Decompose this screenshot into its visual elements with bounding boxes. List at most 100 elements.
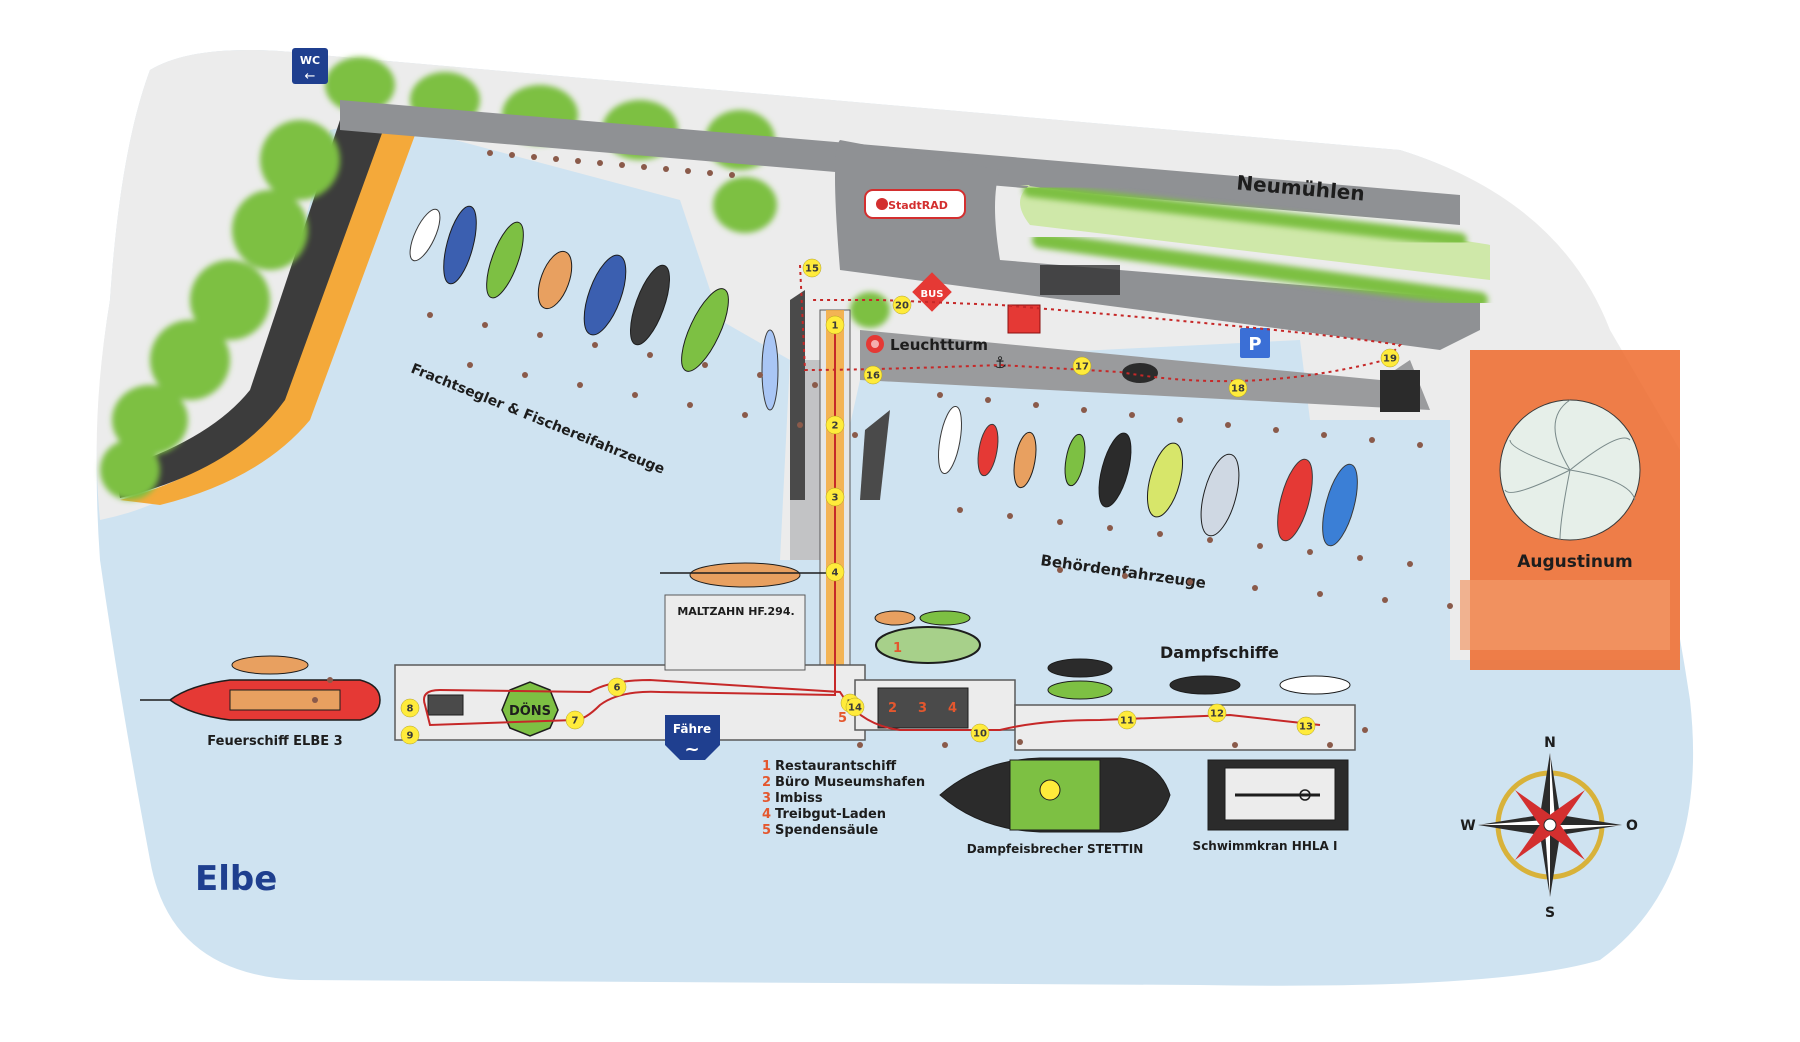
- route-stop-12[interactable]: 12: [1207, 703, 1227, 723]
- maltzahn-label: MALTZAHN HF.294.: [677, 605, 794, 618]
- faehre-label: Fähre: [673, 722, 711, 736]
- route-stop-label: 16: [866, 371, 880, 382]
- route-stop-label: 1: [832, 321, 839, 332]
- stettin-ship: [939, 757, 1171, 833]
- route-stop-20[interactable]: 20: [892, 295, 912, 315]
- stadtrad-label: StadtRAD: [888, 199, 948, 212]
- pontoon-west: [394, 664, 866, 741]
- mooring-post: [575, 158, 581, 164]
- mooring-post: [1317, 591, 1323, 597]
- mooring-post: [1033, 402, 1039, 408]
- route-stop-14[interactable]: 14: [845, 697, 865, 717]
- mooring-post: [509, 152, 515, 158]
- mooring-post: [577, 382, 583, 388]
- mooring-post: [1057, 567, 1063, 573]
- route-stop-8[interactable]: 8: [400, 698, 420, 718]
- mooring-post: [1107, 525, 1113, 531]
- mooring-post: [1187, 579, 1193, 585]
- legend-text: Treibgut-Laden: [775, 807, 886, 822]
- route-stop-label: 18: [1231, 384, 1245, 395]
- legend-number: 5: [762, 823, 771, 838]
- mooring-post: [1232, 742, 1238, 748]
- mooring-post: [1321, 432, 1327, 438]
- route-stop-6[interactable]: 6: [607, 677, 627, 697]
- route-stop-15[interactable]: 15: [802, 258, 822, 278]
- sand-beach: [120, 125, 415, 505]
- route-stop-2[interactable]: 2: [825, 415, 845, 435]
- route-stop-19[interactable]: 19: [1380, 348, 1400, 368]
- route-stop-11[interactable]: 11: [1117, 710, 1137, 730]
- mooring-post: [597, 160, 603, 166]
- mooring-post: [729, 172, 735, 178]
- legend-number: 1: [762, 759, 771, 774]
- mooring-post: [663, 166, 669, 172]
- mooring-post: [742, 412, 748, 418]
- compass-n: N: [1544, 735, 1556, 751]
- route-stop-18[interactable]: 18: [1228, 378, 1248, 398]
- route-stop-label: 2: [832, 421, 839, 432]
- mooring-post: [1225, 422, 1231, 428]
- mooring-post: [647, 352, 653, 358]
- mooring-post: [427, 312, 433, 318]
- route-stop-10[interactable]: 10: [970, 723, 990, 743]
- route-stop-7[interactable]: 7: [565, 710, 585, 730]
- route-stop-4[interactable]: 4: [825, 562, 845, 582]
- mooring-post: [1207, 537, 1213, 543]
- route-stop-9[interactable]: 9: [400, 725, 420, 745]
- stone-embankment: [115, 120, 385, 498]
- mooring-post: [797, 422, 803, 428]
- facility-huts: [877, 687, 969, 729]
- route-stop-label: 13: [1299, 722, 1313, 733]
- stadtrad-station[interactable]: StadtRAD: [864, 189, 966, 219]
- route-stop-label: 8: [407, 704, 414, 715]
- pontoon-hut: [427, 694, 464, 716]
- legend-number: 2: [762, 775, 771, 790]
- route-stop-17[interactable]: 17: [1072, 356, 1092, 376]
- route-stop-13[interactable]: 13: [1296, 716, 1316, 736]
- dampfschiffe-boats: [1047, 658, 1351, 700]
- mooring-post: [1057, 519, 1063, 525]
- wave-icon: ~: [684, 739, 699, 760]
- legend-text: Imbiss: [775, 791, 823, 806]
- facility-mark-1: 1: [893, 641, 902, 656]
- bollard-block: [1122, 363, 1158, 383]
- legend-text: Spendensäule: [775, 823, 878, 838]
- route-stop-label: 12: [1210, 709, 1224, 720]
- parking-sign[interactable]: P: [1240, 328, 1270, 358]
- route-stop-label: 4: [832, 568, 839, 579]
- route-stop-label: 9: [407, 731, 414, 742]
- mooring-post: [312, 697, 318, 703]
- route-stop-label: 11: [1120, 716, 1134, 727]
- behoerden-ships: [938, 405, 1358, 547]
- kiosk-building: [1007, 304, 1041, 334]
- mooring-post: [857, 742, 863, 748]
- stettin-label: Dampfeisbrecher STETTIN: [967, 842, 1143, 856]
- mooring-post: [1129, 412, 1135, 418]
- mooring-post: [632, 392, 638, 398]
- mooring-post: [487, 150, 493, 156]
- faehre-sign[interactable]: Fähre ~: [665, 715, 720, 760]
- mooring-post: [619, 162, 625, 168]
- mooring-post: [1417, 442, 1423, 448]
- anchor-icon: ⚓: [993, 353, 1007, 372]
- route-stop-16[interactable]: 16: [863, 365, 883, 385]
- bike-icon: [876, 198, 888, 210]
- route-stop-3[interactable]: 3: [825, 487, 845, 507]
- facility-mark-4: 4: [948, 701, 957, 716]
- mooring-post: [1447, 603, 1453, 609]
- mooring-post: [757, 372, 763, 378]
- route-stop-label: 6: [614, 683, 621, 694]
- route-stop-1[interactable]: 1: [825, 315, 845, 335]
- leuchtturm-marker[interactable]: Leuchtturm: [866, 335, 988, 354]
- wc-sign[interactable]: WC ←: [292, 48, 328, 84]
- wc-label: WC: [300, 54, 320, 67]
- mooring-post: [685, 168, 691, 174]
- route-stops: 1234567891011121314151617181920: [400, 258, 1400, 745]
- mooring-post: [812, 382, 818, 388]
- mooring-post: [702, 362, 708, 368]
- frachtsegler-ships: [409, 205, 779, 411]
- route-stop-label: 14: [848, 703, 862, 714]
- mooring-post: [522, 372, 528, 378]
- mooring-post: [1327, 742, 1333, 748]
